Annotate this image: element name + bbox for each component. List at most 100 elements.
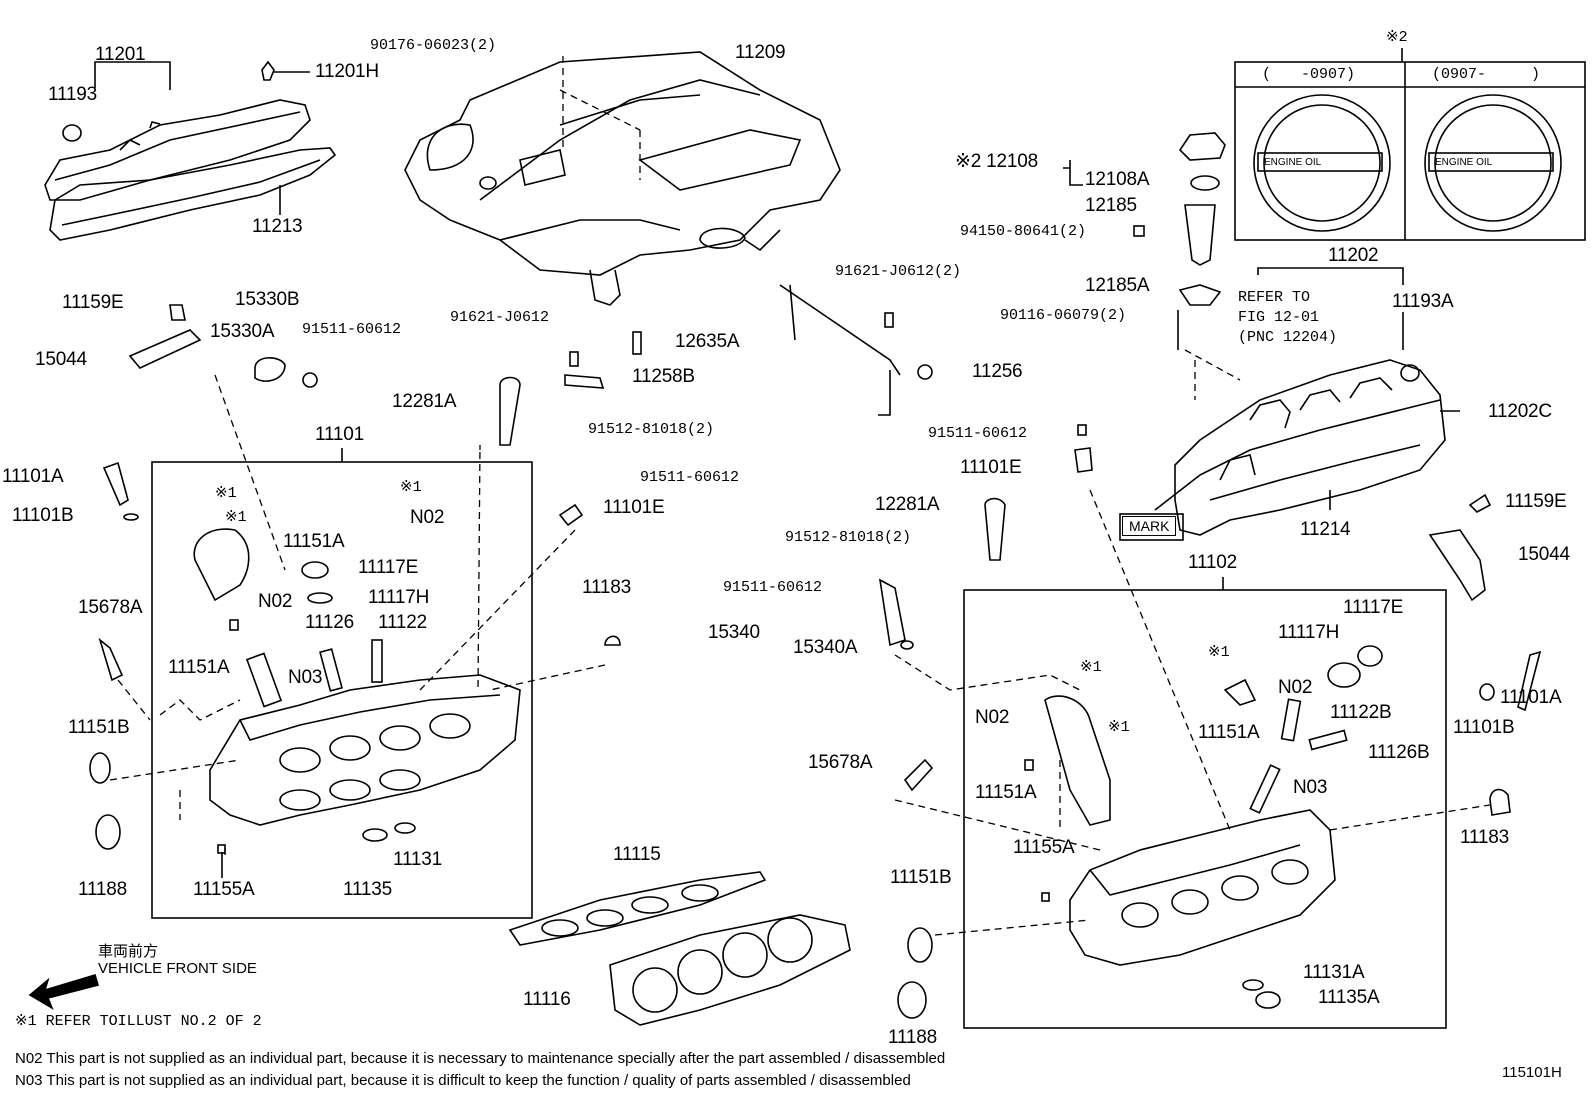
label-11131[interactable]: 11131	[393, 849, 443, 870]
label-11151A-c[interactable]: 11151A	[1198, 722, 1260, 743]
label-11116[interactable]: 11116	[523, 989, 571, 1010]
label-91511-60612-a[interactable]: 91511-60612	[302, 321, 402, 338]
label-11102[interactable]: 11102	[1188, 552, 1238, 573]
label-N02-d: N02	[975, 707, 1010, 728]
label-11122[interactable]: 11122	[378, 612, 428, 633]
refer-to-text: REFER TO	[1238, 289, 1311, 306]
label-11151A-d[interactable]: 11151A	[975, 782, 1037, 803]
label-15678A-left[interactable]: 15678A	[78, 597, 143, 618]
label-15330A[interactable]: 15330A	[210, 321, 275, 342]
label-11151A-b[interactable]: 11151A	[168, 657, 230, 678]
label-11183-right[interactable]: 11183	[1460, 827, 1510, 848]
label-91511-60612-d[interactable]: 91511-60612	[723, 579, 823, 596]
ref-note-2: ※2	[1386, 29, 1408, 46]
vehicle-front-en: VEHICLE FRONT SIDE	[98, 960, 257, 977]
label-11101A-right[interactable]: 11101A	[1500, 687, 1562, 708]
label-11117E-right[interactable]: 11117E	[1343, 597, 1404, 618]
label-91621-J0612-a[interactable]: 91621-J0612	[450, 309, 550, 326]
cylinder-head-icon	[1069, 809, 1336, 966]
label-11117E-left[interactable]: 11117E	[358, 557, 419, 578]
label-11101E-right[interactable]: 11101E	[960, 457, 1022, 478]
label-11202[interactable]: 11202	[1328, 245, 1379, 266]
label-94150-80641[interactable]: 94150-80641(2)	[960, 223, 1087, 240]
ref-note-1-b: ※1	[225, 509, 247, 526]
label-91621-J0612-b[interactable]: 91621-J0612(2)	[835, 263, 962, 280]
label-15340A[interactable]: 15340A	[793, 637, 858, 658]
ref-note-1-a: ※1	[215, 485, 237, 502]
label-N02-b: N02	[258, 591, 293, 612]
label-12635A[interactable]: 12635A	[675, 331, 740, 352]
label-11256[interactable]: 11256	[972, 361, 1023, 382]
cylinder-head-icon	[209, 674, 521, 826]
label-15678A-right[interactable]: 15678A	[808, 752, 873, 773]
label-11135[interactable]: 11135	[343, 879, 393, 900]
label-91511-60612-c[interactable]: 91511-60612	[928, 425, 1028, 442]
label-11115[interactable]: 11115	[613, 844, 661, 865]
label-90116-06079[interactable]: 90116-06079(2)	[1000, 307, 1127, 324]
label-11101E-left[interactable]: 11101E	[603, 497, 665, 518]
label-90176-06023[interactable]: 90176-06023(2)	[370, 37, 497, 54]
vehicle-front-jp: 車両前方	[98, 943, 159, 960]
oil-cap-icon	[1253, 94, 1562, 232]
label-91511-60612-b[interactable]: 91511-60612	[640, 469, 740, 486]
label-15044-right[interactable]: 15044	[1518, 544, 1570, 565]
label-11151B-left[interactable]: 11151B	[68, 717, 130, 738]
ref-note-1-f: ※1	[1108, 719, 1130, 736]
label-91512-81018-b[interactable]: 91512-81018(2)	[785, 529, 912, 546]
label-12185[interactable]: 12185	[1085, 195, 1137, 216]
label-11188-right[interactable]: 11188	[888, 1027, 938, 1048]
n02-note: N02 This part is not supplied as an indi…	[15, 1050, 946, 1067]
label-12281A-right[interactable]: 12281A	[875, 494, 940, 515]
label-15044-left[interactable]: 15044	[35, 349, 87, 370]
label-11101B-right[interactable]: 11101B	[1453, 717, 1515, 738]
label-11151B-right[interactable]: 11151B	[890, 867, 952, 888]
label-12108A[interactable]: 12108A	[1085, 169, 1150, 190]
label-11101[interactable]: 11101	[315, 424, 365, 445]
head-cover-icon	[1174, 359, 1446, 536]
engine-oil-text-left: ENGINE OIL	[1264, 157, 1322, 168]
label-11155A-left[interactable]: 11155A	[193, 879, 255, 900]
label-11201H[interactable]: 11201H	[315, 61, 379, 82]
label-91512-81018-a[interactable]: 91512-81018(2)	[588, 421, 715, 438]
label-11155A-right[interactable]: 11155A	[1013, 837, 1075, 858]
label-11117H-right[interactable]: 11117H	[1278, 622, 1340, 643]
gasket-icon	[508, 871, 851, 1026]
label-11135A[interactable]: 11135A	[1318, 987, 1380, 1008]
label-N03-b: N03	[1293, 777, 1328, 798]
label-11159E-left[interactable]: 11159E	[62, 292, 124, 313]
label-11159E-right[interactable]: 11159E	[1505, 491, 1567, 512]
label-11201[interactable]: 11201	[95, 44, 146, 65]
label-11101A-left[interactable]: 11101A	[2, 466, 64, 487]
label-11117H-left[interactable]: 11117H	[368, 587, 430, 608]
label-11258B[interactable]: 11258B	[632, 366, 695, 387]
label-11193A[interactable]: 11193A	[1392, 291, 1454, 312]
refer-fig-text[interactable]: FIG 12-01	[1238, 309, 1320, 326]
vehicle-front-arrow-icon	[28, 974, 100, 1010]
label-11101B-left[interactable]: 11101B	[12, 505, 74, 526]
label-N02-c: N02	[1278, 677, 1313, 698]
label-11202C[interactable]: 11202C	[1488, 401, 1552, 422]
label-11188-left[interactable]: 11188	[78, 879, 128, 900]
label-11193[interactable]: 11193	[48, 84, 98, 105]
gasket-icon	[49, 147, 337, 241]
label-11214[interactable]: 11214	[1300, 519, 1351, 540]
label-N02-a: N02	[410, 507, 445, 528]
label-11151A-a[interactable]: 11151A	[283, 531, 345, 552]
label-N03-a: N03	[288, 667, 323, 688]
label-12185A[interactable]: 12185A	[1085, 275, 1150, 296]
label-15330B[interactable]: 15330B	[235, 289, 300, 310]
label-11131A[interactable]: 11131A	[1303, 962, 1365, 983]
cap-right-header: (0907- )	[1432, 66, 1541, 83]
label-11126B[interactable]: 11126B	[1368, 742, 1430, 763]
illustration-number: 115101H	[1502, 1064, 1562, 1081]
refer-pnc-text: (PNC 12204)	[1238, 329, 1338, 346]
label-11126[interactable]: 11126	[305, 612, 355, 633]
label-12108[interactable]: ※2 12108	[955, 151, 1039, 172]
engine-cover-icon	[404, 51, 841, 306]
label-11122B[interactable]: 11122B	[1330, 702, 1392, 723]
label-15340[interactable]: 15340	[708, 622, 760, 643]
label-11213[interactable]: 11213	[252, 216, 303, 237]
label-11209[interactable]: 11209	[735, 42, 786, 63]
label-11183-left[interactable]: 11183	[582, 577, 632, 598]
label-12281A-left[interactable]: 12281A	[392, 391, 457, 412]
